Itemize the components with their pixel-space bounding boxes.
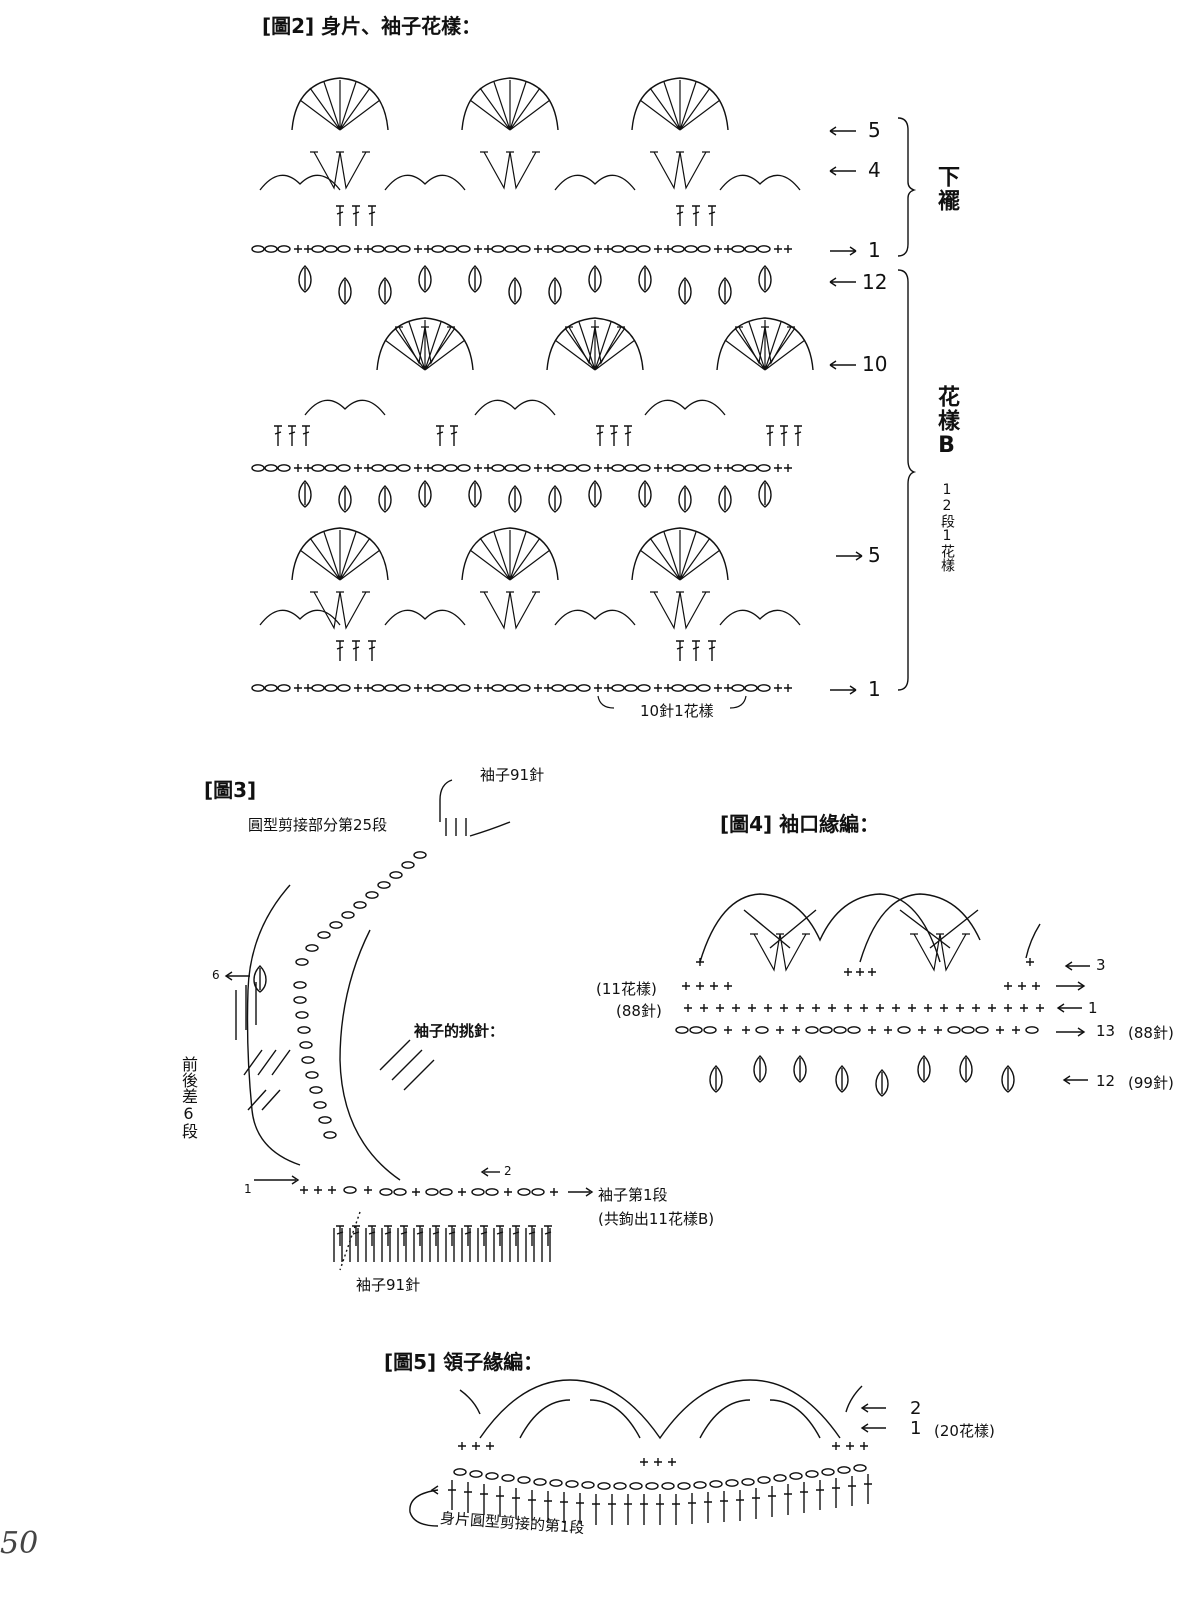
fig2-row1-hem-label: 1 (868, 238, 881, 262)
fig4-row12-note: (99針) (1128, 1074, 1174, 1092)
fig5-row1-label: 1 (910, 1418, 922, 1439)
fig4-row13-note: (88針) (1128, 1024, 1174, 1042)
fig5-row1-note: (20花樣) (934, 1422, 995, 1440)
fig2-hem-chart (252, 77, 801, 253)
fig2-stitch-note: 10針1花樣 (640, 702, 714, 720)
fig2-title: [圖2] 身片、袖子花樣： (262, 14, 482, 38)
fig4-left-note2: (88針) (616, 1002, 662, 1020)
fig3-sleeve-row1: 袖子第1段 (598, 1186, 668, 1204)
fig3-top-note: 袖子91針 (480, 766, 545, 784)
fig2-patternB-label: 花樣B (934, 385, 959, 460)
fig4-row1-label: 1 (1088, 999, 1098, 1017)
fig4-title: [圖4] 袖口緣編： (720, 812, 880, 836)
fig3-row6-label: 6 (212, 968, 220, 982)
page-number: 50 (0, 1526, 39, 1561)
fig3-side-note: 前後差6段 (179, 1056, 198, 1139)
fig3-pickup-label: 袖子的挑針： (414, 1022, 505, 1040)
fig4-chart (675, 893, 1090, 1097)
fig2-patternB-chart (252, 265, 814, 709)
fig3-sleeve-row1-sub: (共鉤出11花樣B) (598, 1210, 715, 1228)
fig3-row1-label: 1 (244, 1182, 252, 1196)
fig3-row2-label: 2 (504, 1164, 512, 1178)
fig2-repeat-note: 12段1花樣 (939, 482, 955, 572)
fig2-row5b-label: 5 (868, 543, 881, 567)
fig2-row1-patternB-label: 1 (868, 677, 881, 701)
fig4-row13-label: 13 (1096, 1022, 1116, 1040)
fig4-left-note1: (11花樣) (596, 980, 657, 998)
fig2-hem-label: 下襬 (934, 165, 959, 213)
fig2-row12-label: 12 (862, 270, 888, 294)
fig5-chart (409, 1379, 886, 1527)
fig3-bottom-note: 袖子91針 (356, 1276, 421, 1294)
fig2-row5-label: 5 (868, 118, 881, 142)
fig2-row4-label: 4 (868, 158, 881, 182)
fig3-chart (224, 779, 594, 1271)
fig4-row12-label: 12 (1096, 1072, 1116, 1090)
fig4-row3-label: 3 (1096, 956, 1106, 974)
fig3-title: [圖3] (204, 778, 257, 802)
fig3-round-note: 圓型剪接部分第25段 (248, 816, 388, 834)
fig5-title: [圖5] 領子緣編： (384, 1350, 544, 1374)
fig2-row10-label: 10 (862, 352, 888, 376)
fig5-row2-label: 2 (910, 1398, 922, 1419)
